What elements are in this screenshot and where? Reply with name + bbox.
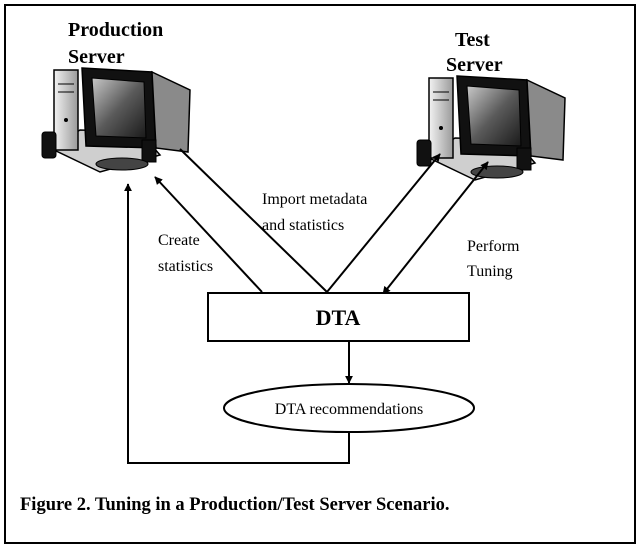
dta-label: DTA [316, 305, 361, 330]
edge-label-import-line2: and statistics [262, 217, 344, 234]
production-server-icon [41, 67, 191, 173]
edge-label-import-line1: Import metadata [262, 191, 367, 208]
figure-border [4, 4, 636, 544]
production-server-label-line2: Server [68, 46, 125, 68]
recommendations-label: DTA recommendations [275, 401, 423, 418]
arrow-recommendations-to-production [124, 183, 350, 464]
figure-caption: Figure 2. Tuning in a Production/Test Se… [20, 495, 450, 515]
edge-label-perform-line1: Perform [467, 238, 520, 255]
arrow-perform-tuning [382, 161, 489, 295]
test-server-label-line2: Server [446, 54, 503, 76]
arrow-import-from-production [179, 148, 328, 293]
edge-label-create-line1: Create [158, 232, 200, 249]
recommendations-ellipse [223, 383, 475, 433]
test-server-icon [416, 75, 566, 181]
dta-box [207, 292, 470, 342]
edge-label-perform-line2: Tuning [467, 263, 513, 280]
arrow-create-statistics [154, 176, 263, 293]
test-server-label-line1: Test [455, 29, 490, 51]
edge-label-create-line2: statistics [158, 258, 213, 275]
production-server-label-line1: Production [68, 19, 163, 41]
